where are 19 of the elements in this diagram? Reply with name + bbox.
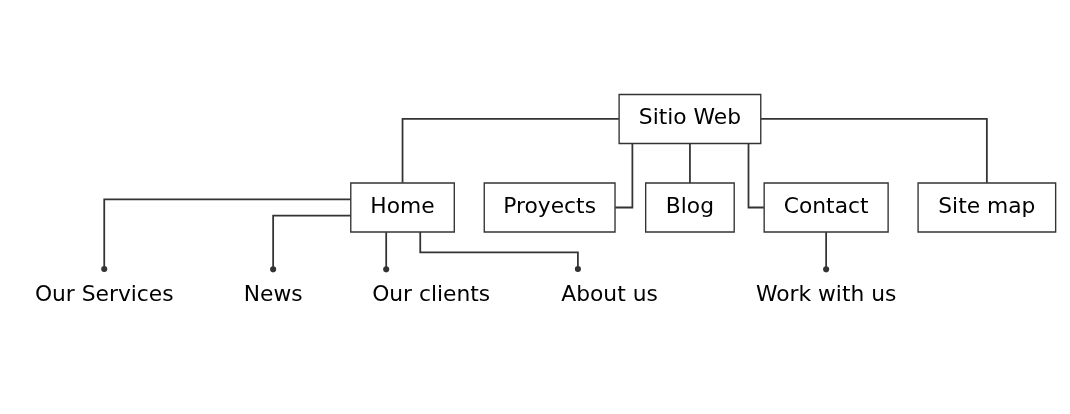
node-box: Contact xyxy=(763,181,889,233)
connector xyxy=(101,197,352,272)
connector xyxy=(760,117,988,184)
node-box: Home xyxy=(350,181,455,233)
connector xyxy=(689,142,691,184)
connector xyxy=(401,117,620,184)
node-text: About us xyxy=(561,280,658,306)
node-box: Proyects xyxy=(483,181,616,233)
node-box: Site map xyxy=(917,181,1057,233)
connector xyxy=(823,230,830,272)
node-text: News xyxy=(243,280,303,306)
node-text: Work with us xyxy=(755,280,897,306)
node-text: Our clients xyxy=(372,280,491,306)
connector xyxy=(419,230,581,272)
node-box: Sitio Web xyxy=(618,93,762,144)
node-box: Blog xyxy=(645,181,735,233)
node-text: Our Services xyxy=(34,280,174,306)
connector xyxy=(270,214,352,272)
connector xyxy=(383,230,390,272)
